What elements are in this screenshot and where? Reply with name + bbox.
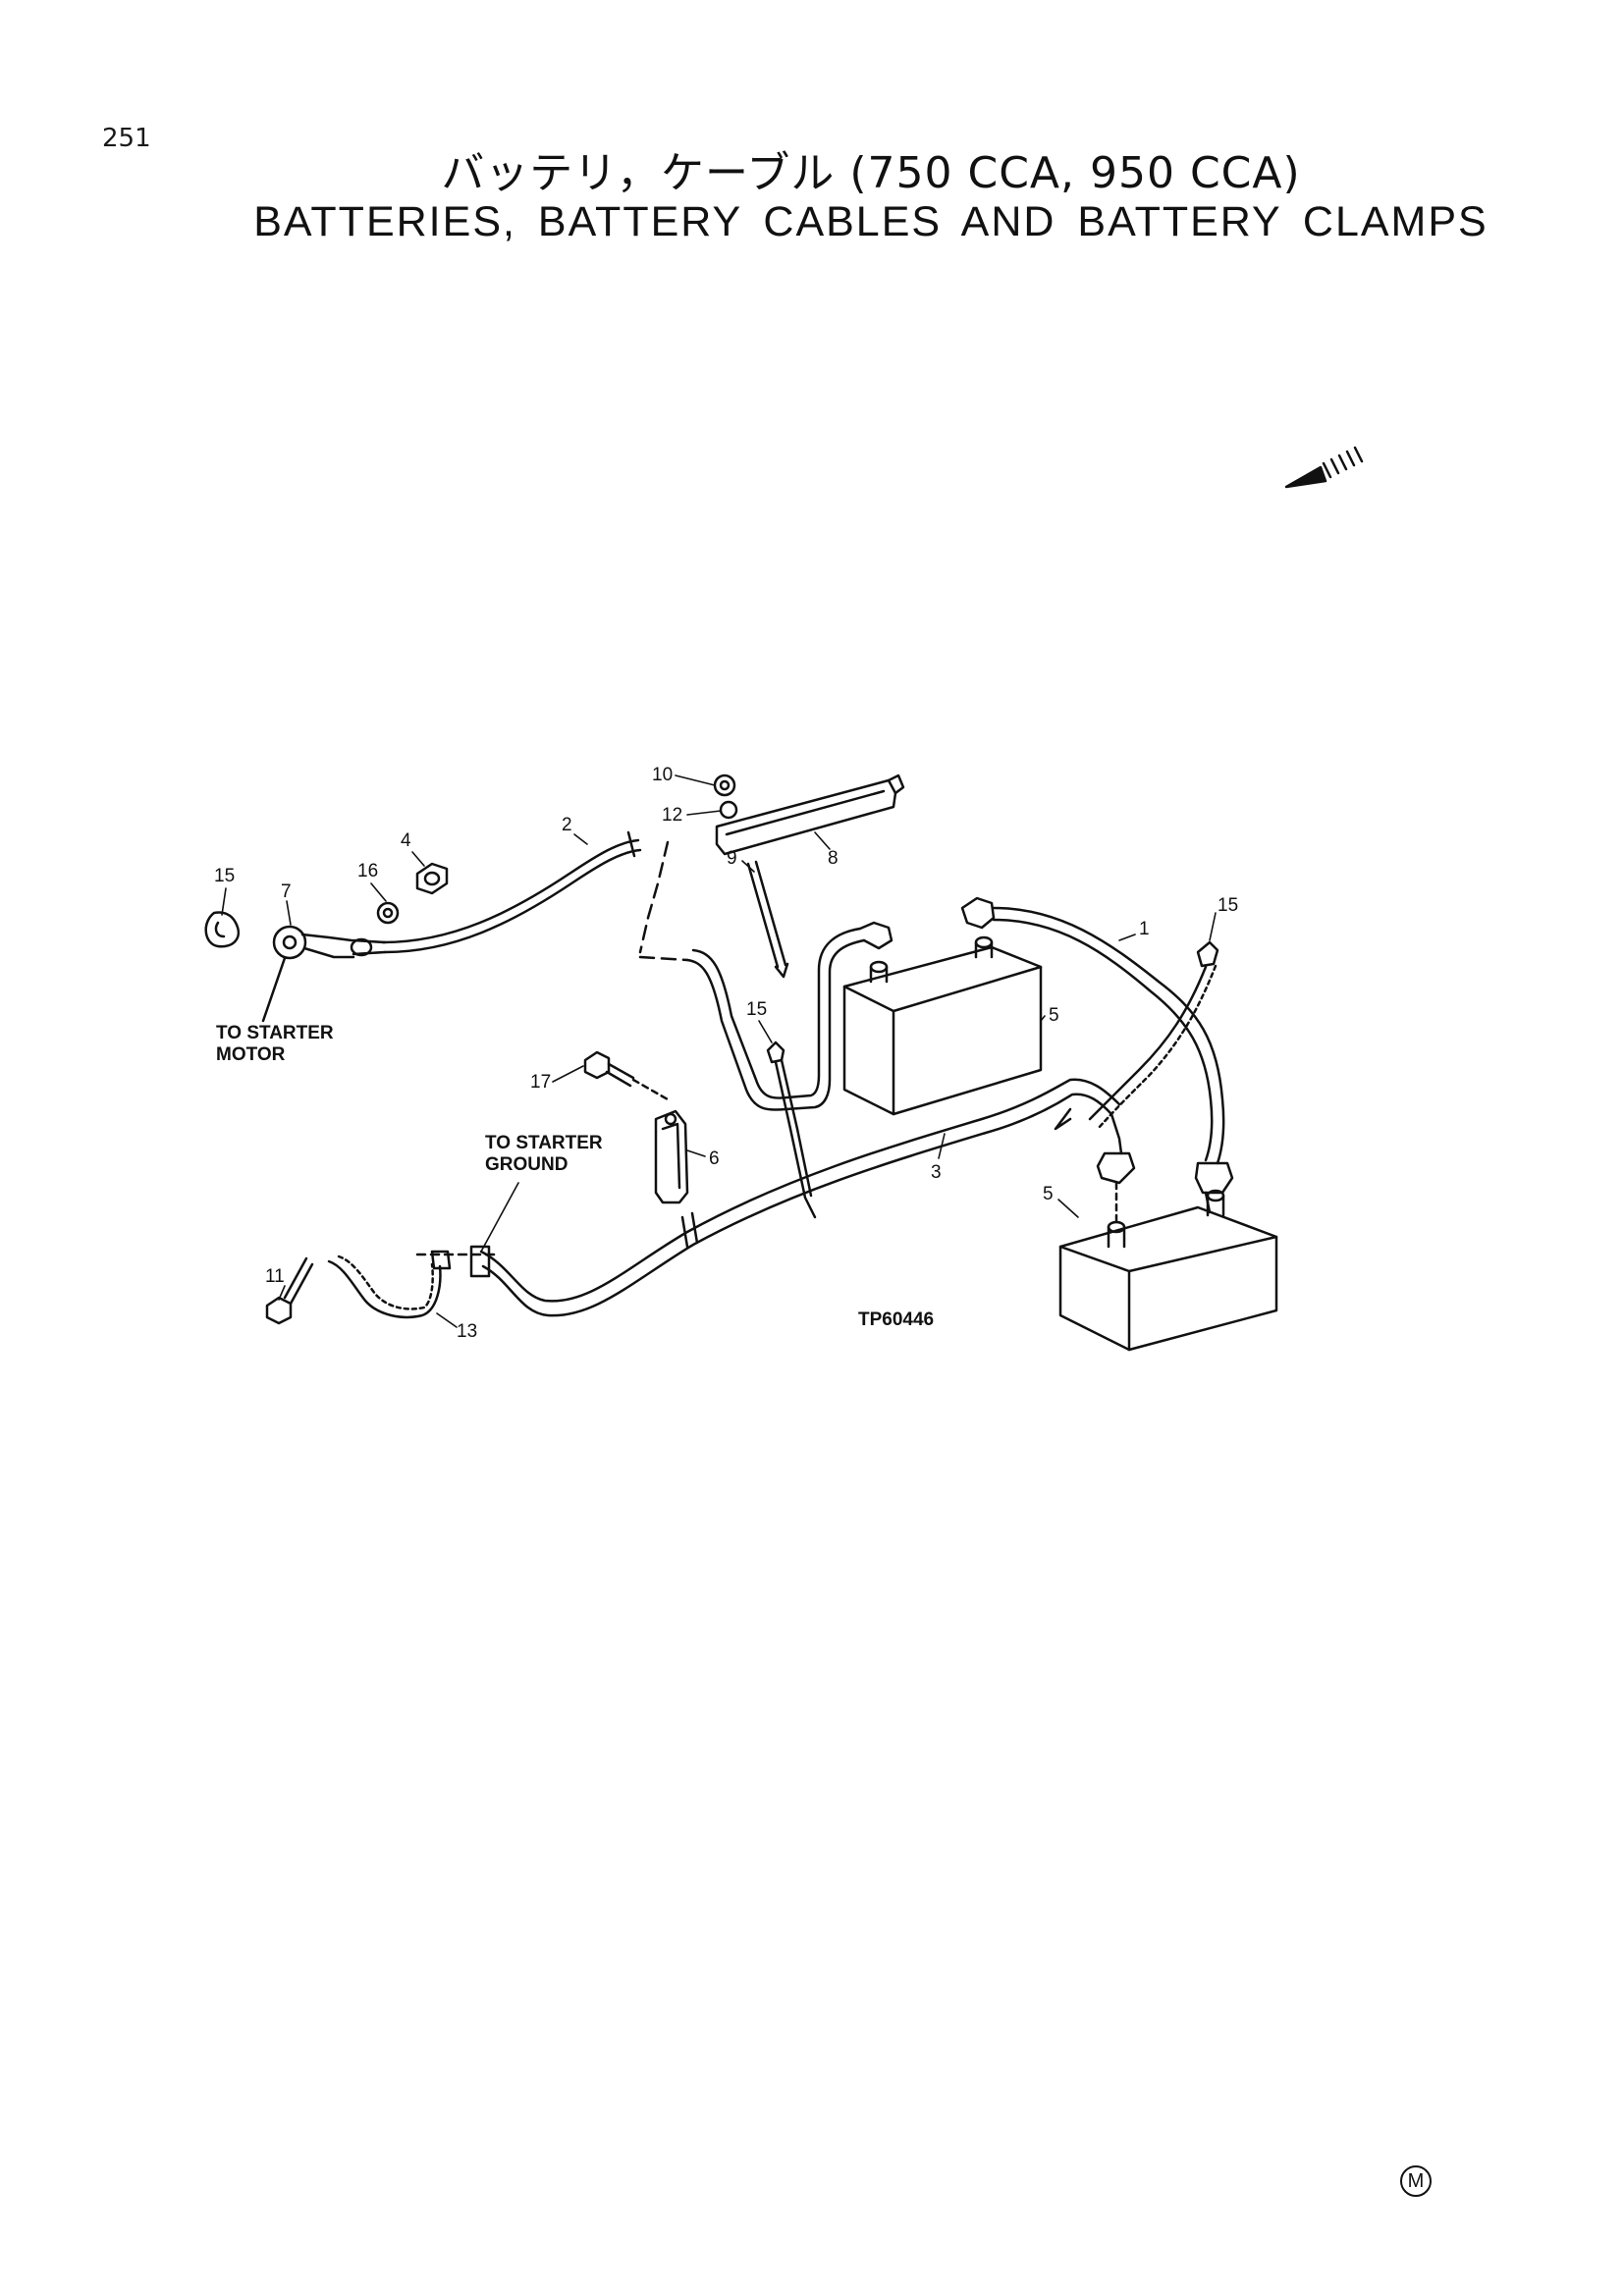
label-to-starter-ground-line2: GROUND xyxy=(485,1154,568,1175)
page-title-japanese: バッテリ，ケーブル (750 CCA, 950 CCA) xyxy=(441,148,1301,198)
m-mark-icon: M xyxy=(1400,2165,1432,2197)
callout-16: 16 xyxy=(357,861,378,881)
direction-arrow-icon xyxy=(1284,446,1364,489)
hold-down-rod-9 xyxy=(746,860,789,979)
callout-1: 1 xyxy=(1139,919,1150,939)
callout-17: 17 xyxy=(530,1072,551,1093)
page-number: 251 xyxy=(102,124,151,153)
cable-clip-15-middle xyxy=(766,1041,817,1219)
callout-11: 11 xyxy=(265,1266,285,1287)
callout-8: 8 xyxy=(828,848,839,869)
cable-clip-15-left xyxy=(204,911,241,948)
cable-clip-15-right xyxy=(1088,940,1219,1131)
washer-12 xyxy=(719,800,738,820)
callout-12: 12 xyxy=(662,805,682,826)
battery-cable-3 xyxy=(479,1078,1136,1317)
label-to-starter-motor-line1: TO STARTER xyxy=(216,1023,334,1043)
washer-16 xyxy=(376,901,400,925)
battery-5-upper xyxy=(842,935,1043,1116)
label-to-starter-ground-line1: TO STARTER xyxy=(485,1133,603,1153)
battery-clamp-6 xyxy=(654,1109,689,1204)
nut-10 xyxy=(713,774,736,797)
callout-7: 7 xyxy=(281,881,292,902)
callout-5-upper: 5 xyxy=(1049,1005,1059,1026)
callout-6: 6 xyxy=(709,1148,720,1169)
callout-15-left: 15 xyxy=(214,866,235,886)
battery-cable-positive-run xyxy=(685,921,893,1111)
page-title: BATTERIES, BATTERY CABLES AND BATTERY CL… xyxy=(253,198,1489,245)
callout-2: 2 xyxy=(562,815,572,835)
nut-4 xyxy=(415,862,449,895)
battery-hold-down-bracket-8 xyxy=(715,774,905,856)
callout-13: 13 xyxy=(457,1321,477,1342)
callout-4: 4 xyxy=(401,830,411,851)
label-to-starter-motor-line2: MOTOR xyxy=(216,1044,286,1065)
callout-15-middle: 15 xyxy=(746,999,767,1020)
starter-motor-terminal xyxy=(261,925,355,1023)
bolt-17 xyxy=(583,1050,670,1101)
callout-leaders xyxy=(221,774,1217,1328)
callout-3: 3 xyxy=(931,1162,942,1183)
battery-5-lower xyxy=(1058,1189,1278,1352)
callout-9: 9 xyxy=(727,848,737,869)
battery-cable-2 xyxy=(350,830,689,962)
callout-10: 10 xyxy=(652,765,673,785)
callout-5-lower: 5 xyxy=(1043,1184,1054,1204)
ground-strap-13 xyxy=(327,1245,498,1319)
figure-id: TP60446 xyxy=(858,1309,934,1330)
callout-15-right: 15 xyxy=(1218,895,1238,916)
battery-cable-1 xyxy=(960,896,1234,1214)
